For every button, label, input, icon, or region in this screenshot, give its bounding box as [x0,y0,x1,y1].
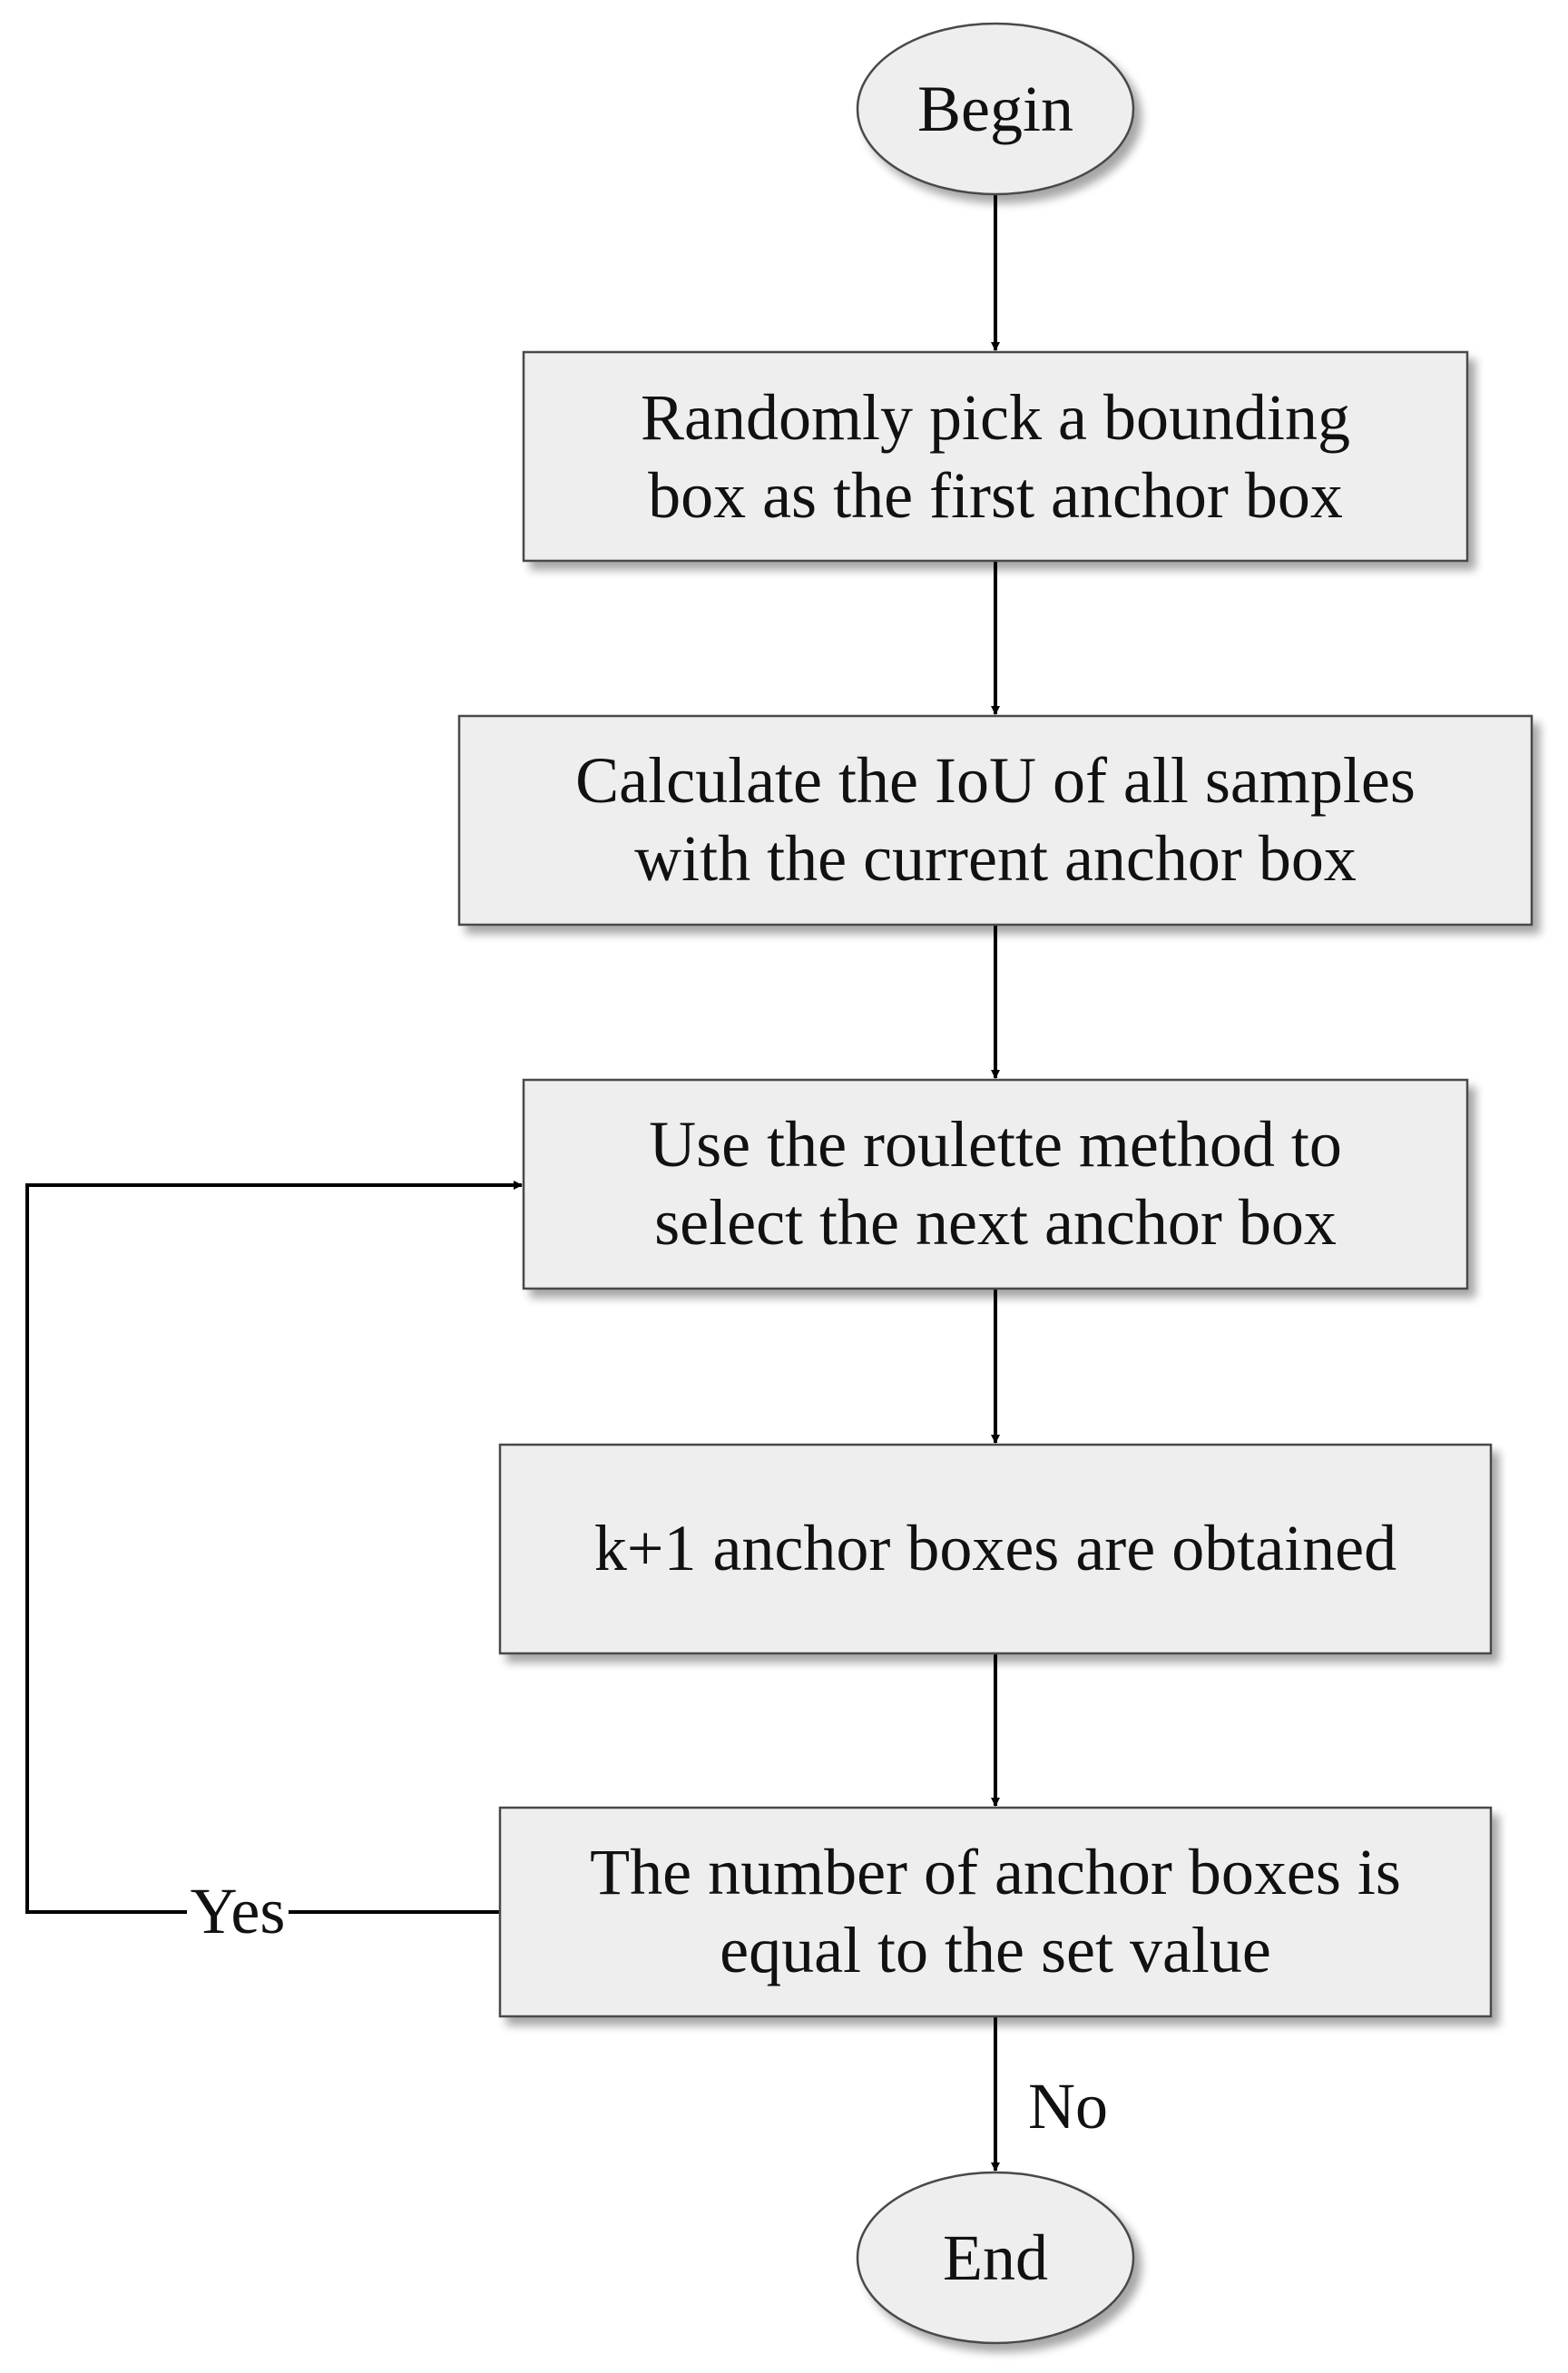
roulette-label-line-1: Use the roulette method to [649,1108,1342,1181]
end-node: End [856,2171,1135,2345]
begin-label: Begin [917,73,1073,145]
obtained-box [498,1443,1493,1655]
nodes-layer: Begin Randomly pick a bounding box as th… [457,22,1534,2345]
check-box [498,1806,1493,2018]
iou-box [457,714,1534,927]
iou-node: Calculate the IoU of all samples with th… [457,714,1534,927]
iou-label-line-2: with the current anchor box [634,822,1357,895]
check-label-line-2: equal to the set value [720,1914,1271,1986]
begin-node: Begin [856,22,1135,196]
pick-label-line-2: box as the first anchor box [648,459,1343,532]
end-ellipse [856,2171,1135,2345]
roulette-node: Use the roulette method to select the ne… [522,1078,1469,1290]
check-label-line-1: The number of anchor boxes is [590,1836,1401,1908]
iou-label-line-1: Calculate the IoU of all samples [575,744,1416,817]
yes-label-backdrop [187,1880,289,1944]
edge-label-no: No [1028,2070,1108,2143]
obtained-node: k+1 anchor boxes are obtained [498,1443,1493,1655]
end-label: End [943,2221,1048,2294]
pick-label-line-1: Randomly pick a bounding [641,381,1350,454]
pick-node: Randomly pick a bounding box as the firs… [522,350,1469,563]
edge-labels-layer: Yes No [191,1875,1108,2143]
roulette-box [522,1078,1469,1290]
begin-ellipse [856,22,1135,196]
pick-box [522,350,1469,563]
obtained-label: k+1 anchor boxes are obtained [594,1512,1396,1584]
arrow-check-to-roulette-loop [25,1181,523,1914]
check-node: The number of anchor boxes is equal to t… [498,1806,1493,2018]
edges-layer [25,195,1000,2172]
roulette-label-line-2: select the next anchor box [654,1186,1337,1259]
edge-label-yes: Yes [191,1875,286,1947]
